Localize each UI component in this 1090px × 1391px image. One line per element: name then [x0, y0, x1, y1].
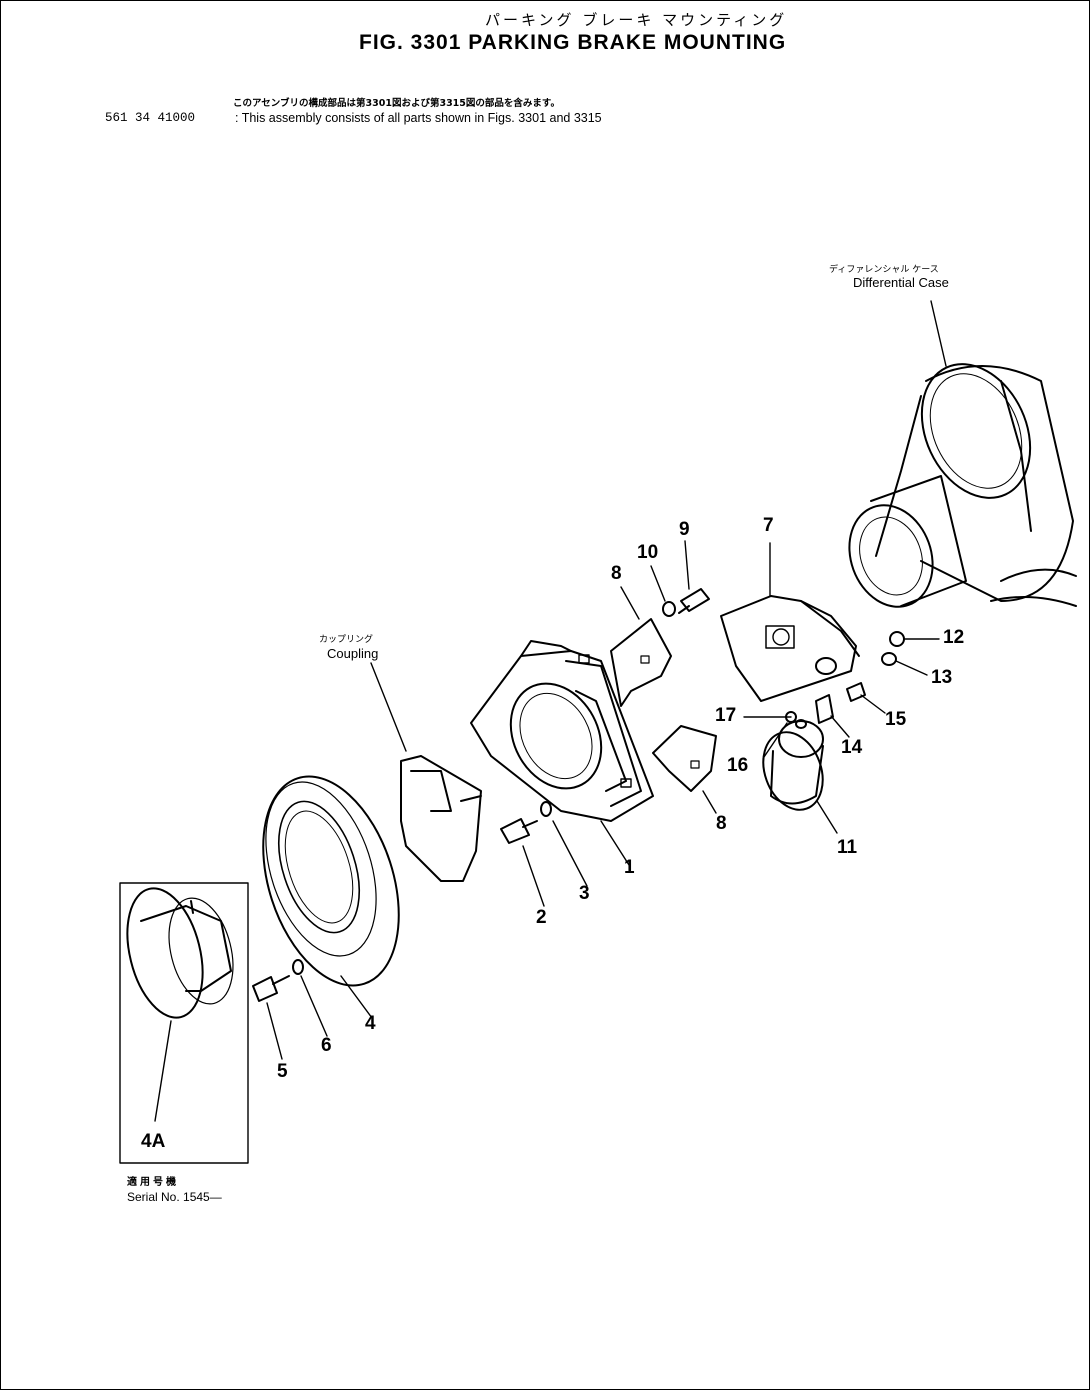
serial-number-range: Serial No. 1545—: [127, 1190, 222, 1204]
part-label-5: 5: [277, 1061, 288, 1082]
bolt-part-2: [500, 818, 538, 844]
part-label-3: 3: [579, 883, 590, 904]
part-label-9: 9: [679, 519, 690, 540]
part-label-6: 6: [321, 1035, 332, 1056]
part-label-11: 11: [837, 837, 858, 858]
actuator-part-11: [762, 720, 824, 811]
part-label-16: 16: [727, 755, 749, 776]
coupling: [400, 755, 482, 882]
caliper-part-7: [720, 595, 860, 702]
washer-part-6: [292, 959, 304, 975]
part-label-1: 1: [624, 857, 635, 878]
assembly-part-number: 561 34 41000: [105, 111, 196, 125]
serial-label-japanese: 適用号機: [127, 1177, 179, 1188]
part-label-8-upper: 8: [611, 563, 622, 584]
part-label-15: 15: [885, 709, 907, 730]
inset-box-4a: [119, 882, 249, 1164]
plate-part-8-lower: [652, 725, 717, 792]
bolt-part-15: [846, 682, 866, 702]
part-label-7: 7: [763, 515, 774, 536]
part-label-4a: 4A: [141, 1131, 166, 1152]
differential-case-label: Differential Case: [853, 275, 949, 290]
part-label-2: 2: [536, 907, 547, 928]
assembly-note: : This assembly consists of all parts sh…: [235, 111, 602, 125]
coupling-label-japanese: カップリング: [319, 635, 374, 645]
part-label-14: 14: [841, 737, 863, 758]
part-label-12: 12: [943, 627, 965, 648]
nut-part-12: [889, 631, 905, 647]
figure-title-japanese: パーキング ブレーキ マウンティング: [485, 11, 788, 29]
washer-part-3: [540, 801, 552, 817]
disc-part-4a: [126, 887, 234, 1019]
differential-case: [848, 363, 1077, 608]
part-label-8-lower: 8: [716, 813, 727, 834]
figure-title: FIG. 3301 PARKING BRAKE MOUNTING: [359, 31, 787, 54]
part-label-17: 17: [715, 705, 737, 726]
brake-disc-part-4: [262, 775, 400, 987]
washer-part-13: [881, 652, 897, 666]
part-label-13: 13: [931, 667, 953, 688]
plate-part-8-upper: [610, 618, 672, 707]
washer-part-10: [662, 601, 676, 617]
coupling-label: Coupling: [327, 646, 379, 661]
bolt-part-9: [678, 588, 710, 614]
differential-case-label-japanese: ディファレンシャル ケース: [829, 265, 939, 275]
bolt-part-5: [252, 975, 290, 1002]
pin-part-14: [815, 694, 834, 724]
bracket-part-1: [470, 640, 654, 822]
leader-lines: [154, 300, 947, 1122]
part-label-4: 4: [365, 1013, 376, 1034]
part-label-10: 10: [637, 542, 659, 563]
assembly-note-japanese: このアセンブリの構成部品は第3301図および第3315図の部品を含みます。: [233, 98, 560, 109]
spring-part-17: [795, 719, 807, 729]
